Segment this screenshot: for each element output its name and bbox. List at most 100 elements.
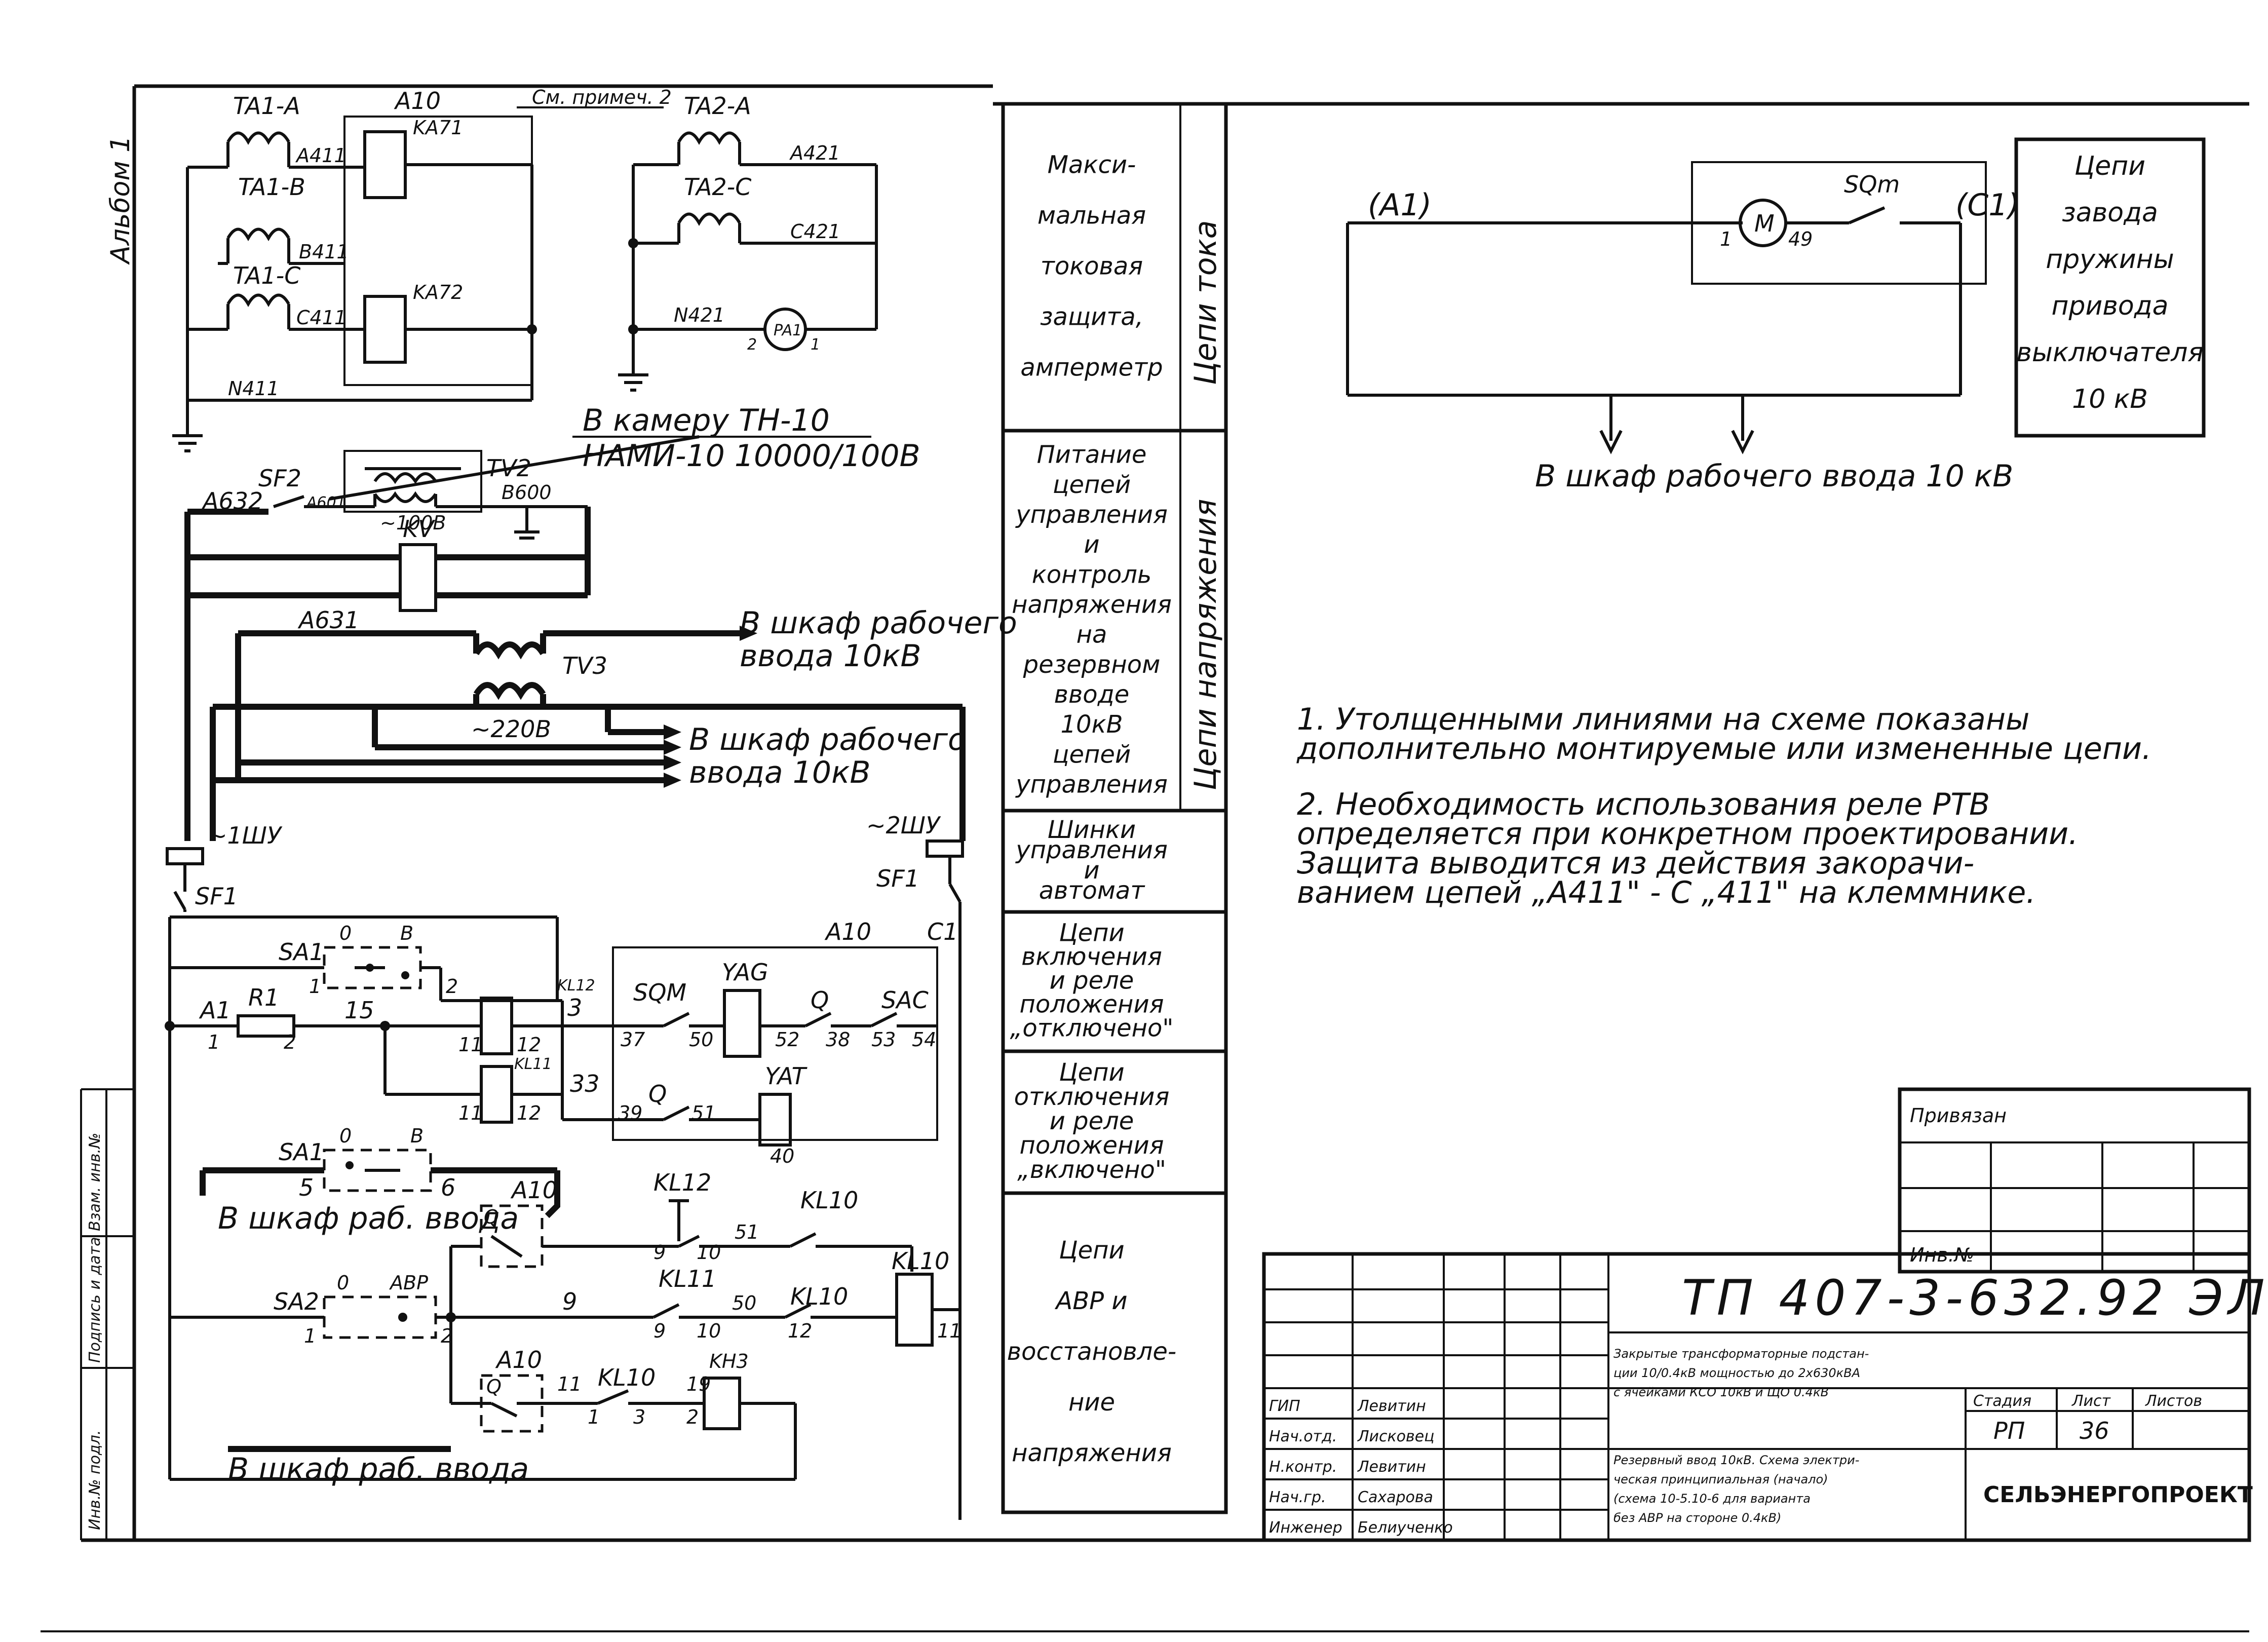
ctl2-sa1: SA1 [279, 1138, 324, 1166]
control-circuits: SA1 0 В 1 2 KL12 A1 R1 1 2 15 11 12 3 KL… [165, 915, 958, 1479]
tb-name: Левитин [1357, 1397, 1426, 1415]
tb-sheet-hdr: Лист [2071, 1392, 2111, 1410]
ctl-a10: A10 [824, 918, 871, 945]
tb-role: ГИП [1269, 1397, 1300, 1415]
abr-50: 50 [732, 1292, 756, 1314]
current-transformer-circuits [172, 116, 878, 452]
ctl-r1-2: 2 [284, 1031, 296, 1053]
function-cell-line: 10кВ [1061, 710, 1123, 739]
ctl-54: 54 [912, 1028, 936, 1051]
relay-ka72: KA72 [413, 281, 463, 303]
note-line: определяется при конкретном проектирован… [1297, 816, 2078, 852]
tb-role: Н.контр. [1269, 1458, 1337, 1476]
abr-2: 2 [686, 1406, 699, 1428]
abr-sa2-0: 0 [337, 1272, 349, 1294]
function-cell-line: положения [1019, 1131, 1164, 1160]
tb-code: ТП 407-3-632.92 ЭЛ [1682, 1270, 2268, 1326]
wire-a631: A631 [297, 606, 359, 634]
side-stamp-replace: Взам. инв.№ [86, 1133, 104, 1231]
function-column: Цепи тока Цепи напряжения Макси-мальнаят… [1001, 102, 1228, 1514]
ctl-3: 3 [567, 994, 582, 1021]
abr-kl11: KL11 [659, 1265, 716, 1292]
tb-name: Белиученко [1358, 1519, 1453, 1537]
relay-ka71: KA71 [413, 117, 463, 139]
motor-a1: (A1) [1368, 187, 1432, 223]
tb-sheet: 36 [2080, 1417, 2109, 1444]
ct-labels: TA1-A TA1-B TA1-C TA2-A TA2-C A411 B411 … [228, 86, 840, 400]
ammeter-terminal-2: 2 [747, 336, 757, 354]
function-cell-line: и реле [1050, 1107, 1134, 1135]
tb-desc1-line: с ячейками КСО 10кВ и ЩО 0.4кВ [1613, 1385, 1829, 1399]
abr-sa2-1: 1 [304, 1325, 316, 1347]
tb-desc2-line: ческая принципиальная (начало) [1613, 1472, 1828, 1486]
motor-t49: 49 [1788, 228, 1813, 250]
album-label: Альбом 1 [105, 136, 136, 265]
ctl2-5: 5 [299, 1174, 314, 1201]
ctl-q-mid: Q [648, 1080, 667, 1108]
wire-b411: B411 [299, 241, 349, 263]
abr-11b: 11 [557, 1373, 582, 1395]
sf2-label: SF2 [258, 465, 301, 492]
ctl2-0: 0 [339, 1125, 352, 1147]
ct-ta2-a: TA2-A [684, 92, 751, 120]
wire-c421: C421 [790, 220, 840, 243]
wire-c411: C411 [296, 307, 347, 329]
function-cell-line: автомат [1039, 876, 1146, 905]
abr-kl10-coil: KL10 [892, 1247, 949, 1275]
motor-box-line: 10 кВ [2072, 384, 2148, 414]
function-cell-line: Цепи [1059, 919, 1124, 947]
ctl-sqm: SQM [633, 979, 686, 1006]
col-title-voltage: Цепи напряжения [1188, 499, 1223, 790]
motor-caption: В шкаф рабочего ввода 10 кВ [1535, 459, 2013, 494]
ctl-kl12-12: 12 [517, 1034, 541, 1056]
ctl-38: 38 [826, 1028, 850, 1051]
bus-2shu: ~2ШУ [866, 812, 941, 839]
tb-desc1-line: ции 10/0.4кВ мощностью до 2х630кВА [1613, 1366, 1860, 1380]
to-vt-line1: В камеру ТН-10 [583, 403, 830, 438]
ctl-yag: YAG [722, 959, 768, 986]
ctl-sa1-2: 2 [446, 975, 458, 998]
function-cell-line: положения [1019, 990, 1164, 1019]
to-cabinet-a1: В шкаф рабочего [740, 605, 1017, 641]
motor-sqm: SQm [1844, 171, 1900, 198]
tb-roles: ГИПНач.отд.Н.контр.Нач.гр.ИнженерЛевитин… [1269, 1397, 1453, 1537]
function-cell-line: Шинки [1048, 816, 1136, 844]
bus-sf1-left: SF1 [195, 883, 238, 910]
function-cell-line: Макси- [1048, 151, 1136, 179]
motor-box-line: привода [2051, 291, 2168, 321]
side-stamp: Инв.№ подл. Подпись и дата Взам. инв.№ [86, 1133, 104, 1530]
motor-box-line: выключателя [2016, 337, 2204, 368]
ctl-kl11: KL11 [514, 1055, 552, 1073]
title-block: Привязан Инв.№ ТП 407-3-632.92 ЭЛ Закрыт… [1262, 1087, 2268, 1542]
ctl-a1: A1 [199, 997, 231, 1024]
note-line: Защита выводится из действия закорачи- [1297, 846, 1974, 881]
function-cell-line: резервном [1023, 651, 1161, 679]
abr-kh3: KH3 [709, 1350, 749, 1372]
motor-box-line: Цепи [2074, 151, 2145, 181]
note-line: 2. Необходимость использования реле РТВ [1297, 787, 1990, 822]
function-cell-line: „включено" [1017, 1156, 1166, 1184]
tb-sheets-hdr: Листов [2145, 1392, 2202, 1410]
to-cabinet-c: В шкаф раб. ввода [218, 1201, 519, 1236]
tb-desc1-line: Закрытые трансформаторные подстан- [1613, 1347, 1869, 1361]
ctl2-v: В [410, 1125, 424, 1147]
tb-name: Лисковец [1357, 1428, 1435, 1445]
motor-box-line: завода [2062, 198, 2158, 228]
ctl-sa1-1: 1 [309, 975, 321, 998]
abr-kl10-c: KL10 [598, 1364, 656, 1391]
function-cell-line: защита, [1040, 303, 1143, 331]
note-line: ванием цепей „A411" - С „411" на клеммни… [1297, 875, 2035, 910]
tb-role: Инженер [1269, 1519, 1342, 1537]
function-cell-line: и реле [1050, 967, 1134, 995]
to-cabinet-b1: В шкаф рабочего [689, 722, 967, 757]
motor-c1: (C1) [1955, 187, 2020, 223]
tb-desc2-line: без АВР на стороне 0.4кВ) [1613, 1511, 1781, 1525]
abr-10a: 10 [697, 1241, 721, 1264]
abr-11: 11 [937, 1320, 962, 1342]
tb-privyazan: Привязан [1910, 1104, 2007, 1127]
ctl-sa1-0: 0 [339, 922, 352, 944]
control-buses: ~1ШУ SF1 ~2ШУ SF1 [166, 812, 964, 1520]
wire-b600: B600 [502, 481, 552, 504]
